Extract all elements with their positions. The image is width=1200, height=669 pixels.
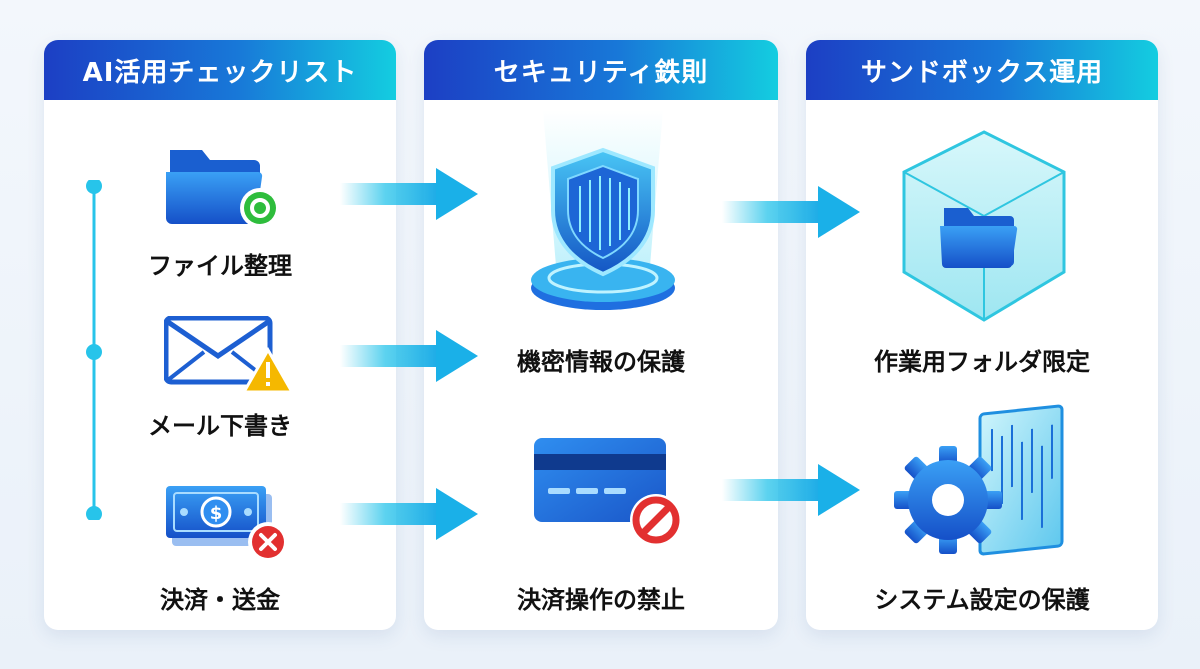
item-label-system-settings: システム設定の保護 bbox=[874, 586, 1090, 614]
panel-security-rules: セキュリティ鉄則 機密情報の保護 決済操作の禁止 bbox=[424, 40, 778, 630]
panel-header: サンドボックス運用 bbox=[806, 40, 1158, 100]
money-denied-icon: $ bbox=[166, 486, 288, 562]
panel-title: AI活用チェックリスト bbox=[82, 57, 358, 88]
panel-title: セキュリティ鉄則 bbox=[493, 57, 709, 88]
arrow-right-icon bbox=[340, 488, 478, 540]
item-label-payment-ban: 決済操作の禁止 bbox=[517, 586, 685, 614]
panel-ai-checklist: AI活用チェックリスト ファイル整理 メール下書き $ 決済 bbox=[44, 40, 396, 630]
item-label-file: ファイル整理 bbox=[148, 252, 292, 280]
item-label-payment: 決済・送金 bbox=[160, 586, 280, 614]
gear-screen-icon bbox=[894, 404, 1064, 556]
arrow-right-icon bbox=[340, 330, 478, 382]
panel-header: AI活用チェックリスト bbox=[44, 40, 396, 100]
item-label-confidential: 機密情報の保護 bbox=[517, 348, 685, 376]
panel-header: セキュリティ鉄則 bbox=[424, 40, 778, 100]
shield-icon bbox=[531, 110, 675, 310]
mail-warning-icon bbox=[164, 316, 294, 394]
arrow-right-icon bbox=[722, 186, 860, 238]
item-label-mail: メール下書き bbox=[148, 412, 292, 440]
arrow-right-icon bbox=[340, 168, 478, 220]
folder-check-icon bbox=[166, 150, 280, 228]
item-label-work-folder: 作業用フォルダ限定 bbox=[874, 348, 1090, 376]
timeline bbox=[86, 180, 102, 520]
credit-card-prohibited-icon bbox=[534, 438, 682, 546]
sandbox-cube-folder-icon bbox=[902, 130, 1066, 322]
panel-title: サンドボックス運用 bbox=[860, 57, 1104, 88]
panel-sandbox-operation: サンドボックス運用 作業用フォルダ限定 bbox=[806, 40, 1158, 630]
arrow-right-icon bbox=[722, 464, 860, 516]
svg-text:$: $ bbox=[210, 503, 223, 524]
